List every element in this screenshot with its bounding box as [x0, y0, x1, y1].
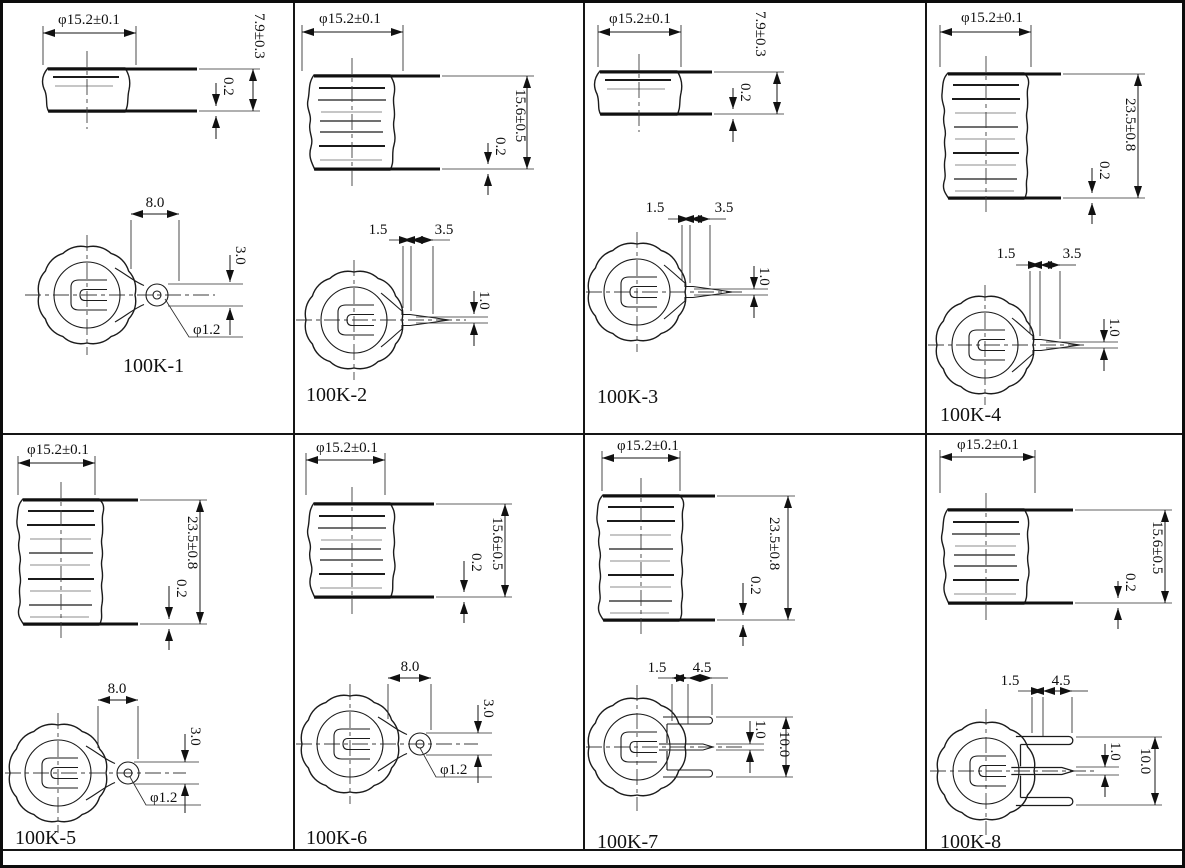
- side-view: φ15.2±0.1 23.5±0.8 0.2: [15, 442, 207, 650]
- step-dim-label: 1.5: [646, 200, 665, 216]
- hole-leader-line: [129, 776, 201, 806]
- component-body: [940, 508, 1030, 605]
- hole-dim-label: φ1.2: [440, 762, 467, 778]
- cell-100k-5: φ15.2±0.1 23.5±0.8 0.2 8.0 3.0: [5, 442, 207, 849]
- cell-100k-6: φ15.2±0.1 15.6±0.5 0.2 8.0 3.0: [296, 440, 512, 849]
- cell-100k-1: φ15.2±0.1 7.9±0.3 0.2 8.0 3.0: [25, 12, 267, 377]
- component-body: [15, 498, 105, 626]
- component-body: [593, 70, 683, 116]
- diameter-dim-label: φ15.2±0.1: [319, 11, 381, 27]
- bottom-view: 1.5 3.5 1.0: [296, 222, 492, 380]
- tab-length-label: 8.0: [146, 195, 165, 211]
- grid-divider-vertical-3: [925, 3, 927, 849]
- side-view: φ15.2±0.1 7.9±0.3 0.2: [593, 11, 784, 142]
- side-view: φ15.2±0.1 23.5±0.8 0.2: [939, 10, 1145, 224]
- fork-span-label: 10.0: [776, 731, 792, 757]
- tab-width-label: 3.0: [480, 699, 496, 718]
- side-view: φ15.2±0.1 15.6±0.5 0.2: [939, 437, 1172, 629]
- cell-100k-3: φ15.2±0.1 7.9±0.3 0.2 1.5 3.5 1.0: [586, 11, 784, 408]
- component-body: [41, 67, 131, 113]
- height-dim-label: 15.6±0.5: [512, 89, 528, 142]
- diameter-dim-label: φ15.2±0.1: [957, 437, 1019, 453]
- diameter-dim-label: φ15.2±0.1: [27, 442, 89, 458]
- taper-dim-label: 3.5: [435, 222, 454, 238]
- bottom-view: 1.5 3.5 1.0: [586, 200, 772, 352]
- diameter-dim-label: φ15.2±0.1: [609, 11, 671, 27]
- part-label: 100K-7: [597, 831, 658, 853]
- part-label: 100K-4: [940, 404, 1001, 426]
- lead-thickness-label: 0.2: [737, 83, 753, 102]
- bottom-view: 1.5 4.5 1.0 10.0: [930, 673, 1162, 835]
- side-view: φ15.2±0.1 15.6±0.5 0.2: [301, 11, 534, 195]
- lead-thickness-label: 0.2: [468, 553, 484, 572]
- height-dim-label: 15.6±0.5: [489, 517, 505, 570]
- part-label: 100K-1: [123, 355, 184, 377]
- lead-thickness-label: 0.2: [492, 137, 508, 156]
- diameter-dim-label: φ15.2±0.1: [58, 12, 120, 28]
- grid-divider-vertical-1: [293, 3, 295, 849]
- bottom-view: 8.0 3.0 φ1.2: [5, 681, 203, 833]
- grid-divider-horizontal: [3, 433, 1182, 435]
- bottom-view: 8.0 3.0 φ1.2: [296, 659, 496, 804]
- lead-thickness-label: 0.2: [1096, 161, 1112, 180]
- cell-100k-2: φ15.2±0.1 15.6±0.5 0.2 1.5 3.5 1.0: [296, 11, 534, 406]
- tab-length-label: 8.0: [401, 659, 420, 675]
- component-body: [306, 502, 396, 599]
- part-label: 100K-8: [940, 831, 1001, 853]
- component-body: [595, 494, 685, 622]
- hole-leader-line: [419, 747, 492, 778]
- tip-width-label: 1.0: [476, 291, 492, 310]
- grid-divider-vertical-2: [583, 3, 585, 849]
- tab-width-label: 3.0: [232, 246, 248, 265]
- diameter-dim-label: φ15.2±0.1: [316, 440, 378, 456]
- side-view: φ15.2±0.1 23.5±0.8 0.2: [595, 438, 795, 646]
- step-dim-label: 1.5: [369, 222, 388, 238]
- lead-thickness-label: 0.2: [1122, 573, 1138, 592]
- tab-width-label: 3.0: [187, 727, 203, 746]
- taper-dim-label: 3.5: [1063, 246, 1082, 262]
- middle-prong-width-label: 1.0: [1107, 742, 1123, 761]
- cell-100k-7: φ15.2±0.1 23.5±0.8 0.2 1.5 4.5 1.0: [586, 438, 795, 853]
- component-body: [306, 74, 396, 171]
- component-body: [940, 72, 1030, 200]
- side-view: φ15.2±0.1 7.9±0.3 0.2: [41, 12, 267, 139]
- fork-span-label: 10.0: [1137, 748, 1153, 774]
- bottom-view: 1.5 4.5 1.0 10.0: [586, 660, 793, 811]
- prong-offset-label: 1.5: [648, 660, 667, 676]
- step-dim-label: 1.5: [997, 246, 1016, 262]
- bottom-view: 8.0 3.0 φ1.2: [25, 195, 248, 355]
- grid-bottom-rule: [3, 849, 1182, 851]
- prong-length-label: 4.5: [693, 660, 712, 676]
- side-view: φ15.2±0.1 15.6±0.5 0.2: [305, 440, 512, 623]
- height-dim-label: 23.5±0.8: [1122, 98, 1138, 151]
- tip-width-label: 1.0: [1106, 318, 1122, 337]
- taper-dim-label: 3.5: [715, 200, 734, 216]
- middle-prong-width-label: 1.0: [752, 720, 768, 739]
- prong-offset-label: 1.5: [1001, 673, 1020, 689]
- lead-thickness-label: 0.2: [220, 77, 236, 96]
- diameter-dim-label: φ15.2±0.1: [961, 10, 1023, 26]
- hole-leader-line: [164, 298, 243, 338]
- part-label: 100K-3: [597, 386, 658, 408]
- height-dim-label: 23.5±0.8: [766, 517, 782, 570]
- cell-100k-4: φ15.2±0.1 23.5±0.8 0.2 1.5 3.5 1.0: [928, 10, 1145, 426]
- bottom-view: 1.5 3.5 1.0: [928, 246, 1122, 405]
- tab-length-label: 8.0: [108, 681, 127, 697]
- hole-dim-label: φ1.2: [193, 322, 220, 338]
- part-label: 100K-2: [306, 384, 367, 406]
- diameter-dim-label: φ15.2±0.1: [617, 438, 679, 454]
- cell-100k-8: φ15.2±0.1 15.6±0.5 0.2 1.5 4.5 1.0: [930, 437, 1172, 853]
- part-label: 100K-5: [15, 827, 76, 849]
- height-dim-label: 23.5±0.8: [184, 516, 200, 569]
- lead-thickness-label: 0.2: [173, 579, 189, 598]
- height-dim-label: 15.6±0.5: [1149, 521, 1165, 574]
- height-dim-label: 7.9±0.3: [251, 13, 267, 59]
- height-dim-label: 7.9±0.3: [752, 11, 768, 57]
- hole-dim-label: φ1.2: [150, 790, 177, 806]
- lead-thickness-label: 0.2: [747, 576, 763, 595]
- tip-width-label: 1.0: [756, 267, 772, 286]
- prong-length-label: 4.5: [1052, 673, 1071, 689]
- part-label: 100K-6: [306, 827, 367, 849]
